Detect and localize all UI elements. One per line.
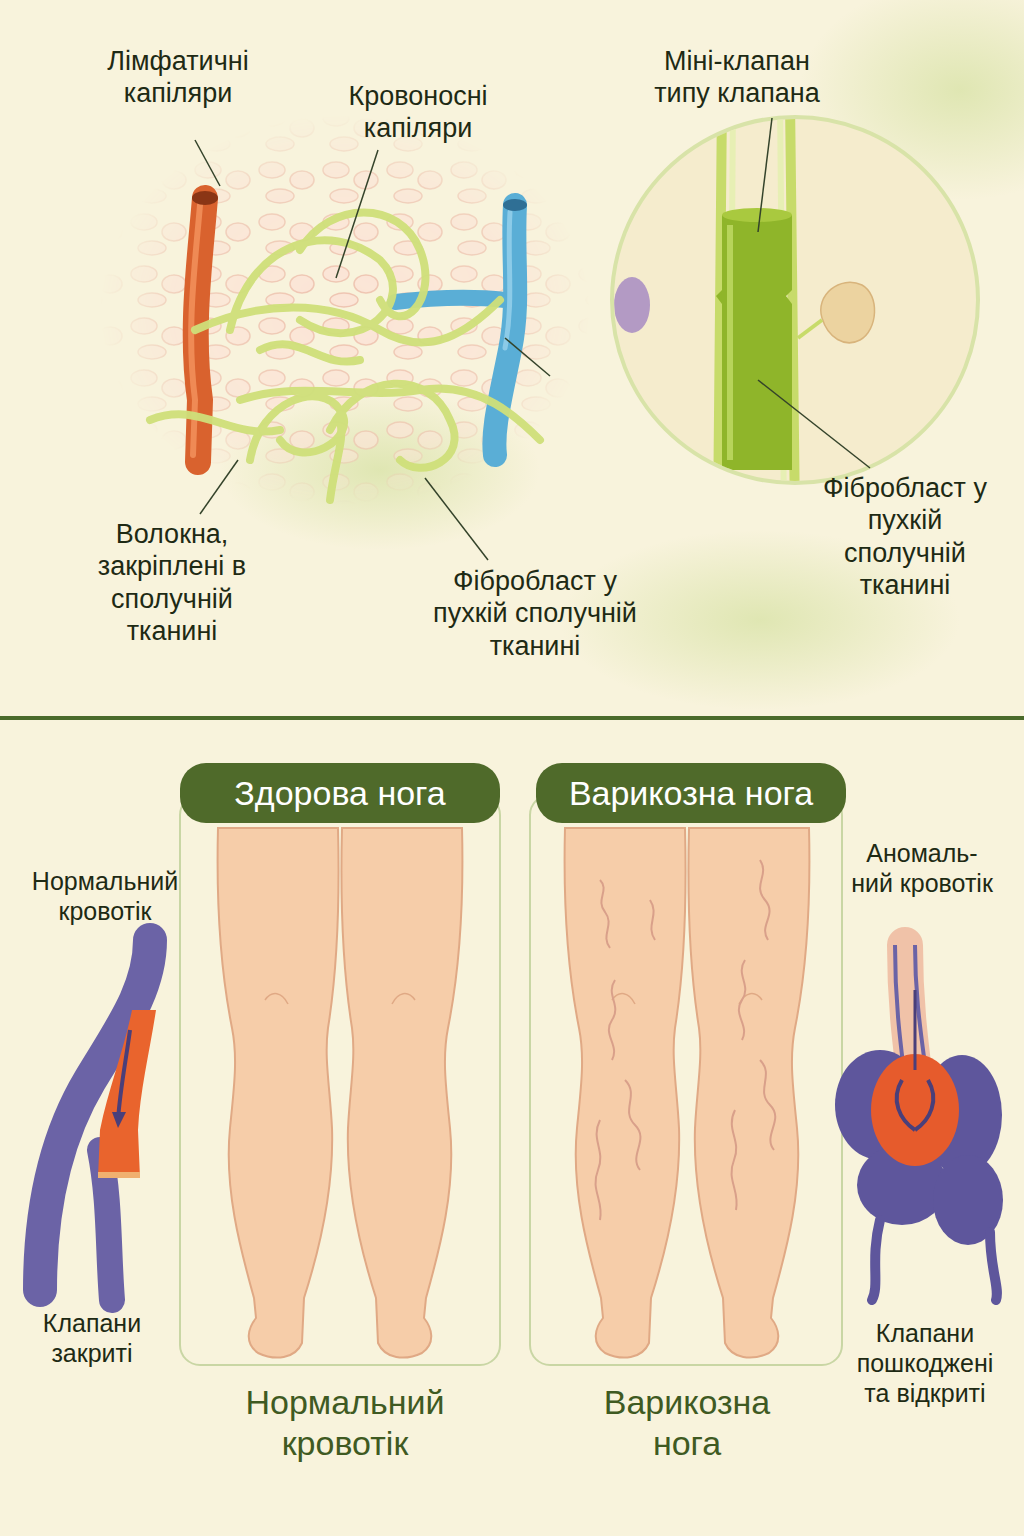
label-box: Міні-клапан типу клапана bbox=[637, 45, 837, 110]
part-label: Міні-клапан типу клапана bbox=[637, 45, 837, 110]
part-label: Аномаль- ний кровотік bbox=[847, 838, 997, 898]
heading-pill: Варикозна нога bbox=[536, 763, 846, 823]
label-box: Нормальний кровотік bbox=[215, 1382, 475, 1464]
heading-pill: Здорова нога bbox=[180, 763, 500, 823]
label-box: Лімфатичні капіляри bbox=[73, 45, 283, 110]
part-label: Фібробласт у пухкій сполучній тканині bbox=[430, 565, 640, 662]
label-box: Волокна, закріплені в сполучній тканині bbox=[72, 518, 272, 648]
label-box: Нормальний кровотік bbox=[20, 866, 190, 926]
part-label: Нормальний кровотік bbox=[20, 866, 190, 926]
part-label: Клапани пошкоджені та відкриті bbox=[847, 1318, 1003, 1408]
part-label: Лімфатичні капіляри bbox=[73, 45, 283, 110]
label-box: Фібробласт у пухкій сполучній тканині bbox=[430, 565, 640, 662]
part-label: Клапани закриті bbox=[12, 1308, 172, 1368]
part-label: Фібробласт у пухкій сполучній тканині bbox=[805, 472, 1005, 602]
part-label: Волокна, закріплені в сполучній тканині bbox=[72, 518, 272, 648]
pill-heading: Варикозна нога bbox=[569, 774, 813, 813]
pill-heading: Здорова нога bbox=[234, 774, 445, 813]
label-box: Клапани пошкоджені та відкриті bbox=[847, 1318, 1003, 1408]
label-box: Клапани закриті bbox=[12, 1308, 172, 1368]
label-box: Фібробласт у пухкій сполучній тканині bbox=[805, 472, 1005, 602]
label-box: Аномаль- ний кровотік bbox=[847, 838, 997, 898]
panel-caption: Нормальний кровотік bbox=[215, 1382, 475, 1464]
panel-caption: Варикозна нога bbox=[567, 1382, 807, 1464]
part-label: Кровоносні капіляри bbox=[313, 80, 523, 145]
label-box: Кровоносні капіляри bbox=[313, 80, 523, 145]
label-box: Варикозна нога bbox=[567, 1382, 807, 1464]
